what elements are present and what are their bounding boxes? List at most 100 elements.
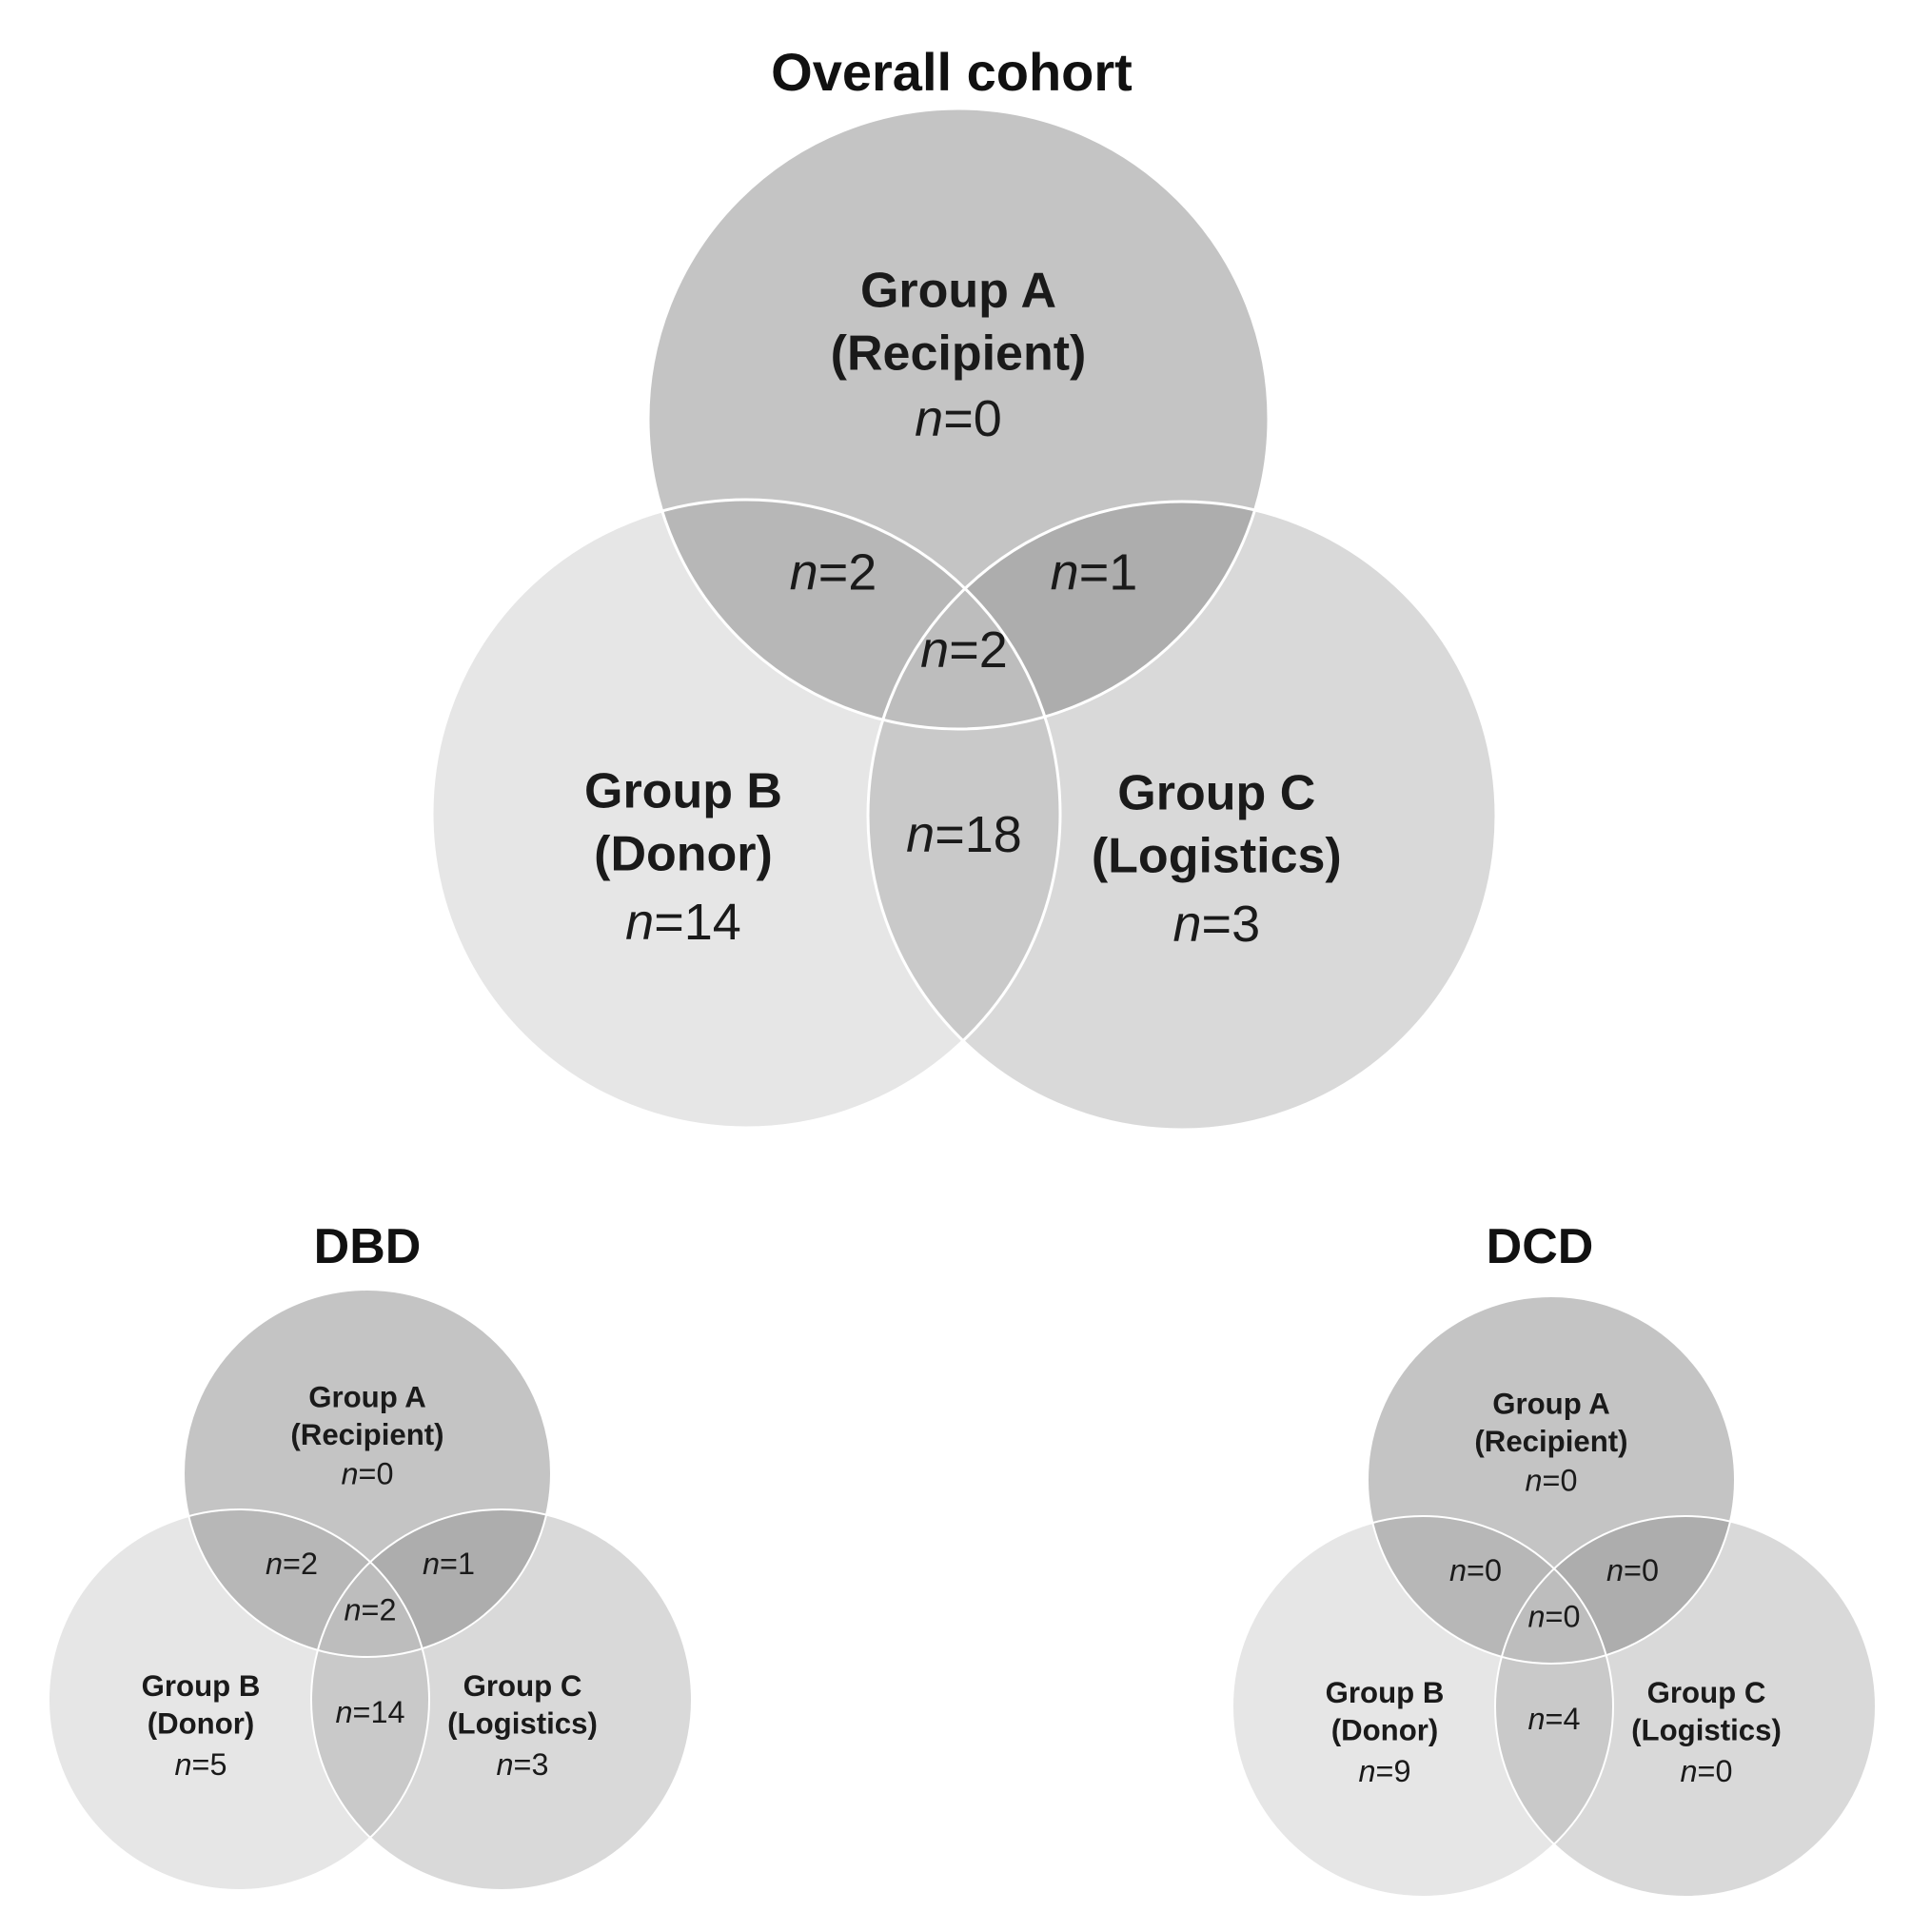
overlap-ab-region [648, 500, 1060, 729]
group-c-label: Group C [1117, 765, 1315, 820]
count-value: 5 [209, 1747, 227, 1782]
count-value: 0 [974, 390, 1002, 447]
group-a-sublabel: (Recipient) [831, 326, 1087, 382]
count-equals: = [1376, 1754, 1394, 1788]
count-prefix: n [336, 1695, 353, 1729]
overlap-ab-fill [184, 1509, 429, 1657]
count-prefix: n [1449, 1553, 1467, 1587]
circle-outline-b [48, 1508, 430, 1891]
overlap-ac-count: n=1 [423, 1547, 475, 1581]
overlap-abc-count: n=2 [920, 621, 1008, 679]
count-value: 0 [376, 1457, 393, 1491]
overlap-bc-count: n=18 [906, 806, 1022, 863]
count-value: 2 [301, 1547, 318, 1581]
overlap-ab-count: n=2 [790, 543, 877, 601]
count-equals: = [362, 1592, 380, 1626]
overlap-ab-region [1368, 1516, 1613, 1664]
count-prefix: n [342, 1457, 359, 1491]
circle-outline-c [1494, 1515, 1877, 1898]
count-prefix: n [345, 1592, 362, 1626]
count-prefix: n [497, 1747, 514, 1782]
count-value: 2 [848, 543, 877, 601]
group-c-count: n=3 [497, 1747, 549, 1782]
circle-outline-b [1231, 1515, 1614, 1898]
count-prefix: n [1528, 1599, 1546, 1633]
count-equals: = [192, 1747, 210, 1782]
count-value: 2 [979, 621, 1008, 679]
count-prefix: n [1359, 1754, 1376, 1788]
overlap-bc-count: n=4 [1528, 1702, 1581, 1736]
group-a-label: Group A [1492, 1388, 1610, 1421]
count-equals: = [1467, 1553, 1485, 1587]
circle-outline-a [183, 1289, 552, 1658]
group-b-label: Group B [584, 763, 782, 818]
group-a-count: n=0 [342, 1457, 394, 1491]
circle-outline-b [430, 498, 1062, 1130]
count-value: 0 [1715, 1754, 1732, 1788]
count-equals: = [1546, 1599, 1564, 1633]
group-b-count: n=14 [625, 894, 741, 951]
group-a-label: Group A [860, 264, 1056, 319]
overlap-ac-fill [868, 502, 1269, 729]
count-prefix: n [1681, 1754, 1698, 1788]
group-c-sublabel: (Logistics) [1631, 1714, 1782, 1747]
group-b-label: Group B [142, 1669, 261, 1703]
count-value: 3 [531, 1747, 548, 1782]
count-prefix: n [625, 894, 654, 951]
count-equals: = [1202, 896, 1232, 953]
count-equals: = [353, 1695, 371, 1729]
group-a-label: Group A [308, 1381, 426, 1414]
count-prefix: n [1051, 543, 1079, 601]
group-c-sublabel: (Logistics) [447, 1707, 598, 1741]
count-equals: = [1546, 1702, 1564, 1736]
count-value: 4 [1563, 1702, 1580, 1736]
count-equals: = [654, 894, 684, 951]
count-prefix: n [790, 543, 818, 601]
count-equals: = [1079, 543, 1110, 601]
group-a-sublabel: (Recipient) [290, 1418, 443, 1451]
count-value: 9 [1393, 1754, 1410, 1788]
group-b-sublabel: (Donor) [1331, 1714, 1439, 1747]
count-prefix: n [266, 1547, 283, 1581]
count-value: 3 [1231, 896, 1260, 953]
count-prefix: n [1172, 896, 1201, 953]
overlap-ac-fill [311, 1509, 551, 1657]
overlap-ab-region [184, 1509, 429, 1657]
overlap-abc-count: n=2 [345, 1592, 397, 1626]
overlap-ac-fill [1495, 1516, 1735, 1664]
count-value: 18 [965, 806, 1022, 863]
count-prefix: n [906, 806, 935, 863]
overlap-ac-region [1495, 1516, 1735, 1664]
overlap-ab-count: n=0 [1449, 1553, 1502, 1587]
count-equals: = [283, 1547, 301, 1581]
circle-outline-a [1367, 1295, 1736, 1665]
count-prefix: n [175, 1747, 192, 1782]
group-b-count: n=9 [1359, 1754, 1411, 1788]
group-b-sublabel: (Donor) [594, 826, 773, 881]
count-value: 0 [1485, 1553, 1502, 1587]
overlap-ac-count: n=1 [1051, 543, 1138, 601]
group-b-sublabel: (Donor) [148, 1707, 255, 1741]
count-equals: = [1624, 1553, 1642, 1587]
group-c-label: Group C [463, 1669, 582, 1703]
count-equals: = [359, 1457, 377, 1491]
count-value: 14 [370, 1695, 404, 1729]
count-value: 2 [379, 1592, 396, 1626]
overlap-ab-fill [648, 500, 1060, 729]
diagram-title: DCD [1487, 1219, 1594, 1274]
group-a-count: n=0 [1526, 1464, 1578, 1498]
overlap-abc-count: n=0 [1528, 1599, 1581, 1633]
group-a-sublabel: (Recipient) [1474, 1425, 1627, 1458]
count-value: 1 [458, 1547, 475, 1581]
group-c-count: n=0 [1681, 1754, 1733, 1788]
overlap-ac-region [868, 502, 1269, 729]
count-equals: = [935, 806, 965, 863]
group-c-count: n=3 [1172, 896, 1260, 953]
group-b-label: Group B [1326, 1676, 1445, 1709]
overlap-ac-region [311, 1509, 551, 1657]
count-prefix: n [1528, 1702, 1546, 1736]
count-value: 0 [1642, 1553, 1659, 1587]
